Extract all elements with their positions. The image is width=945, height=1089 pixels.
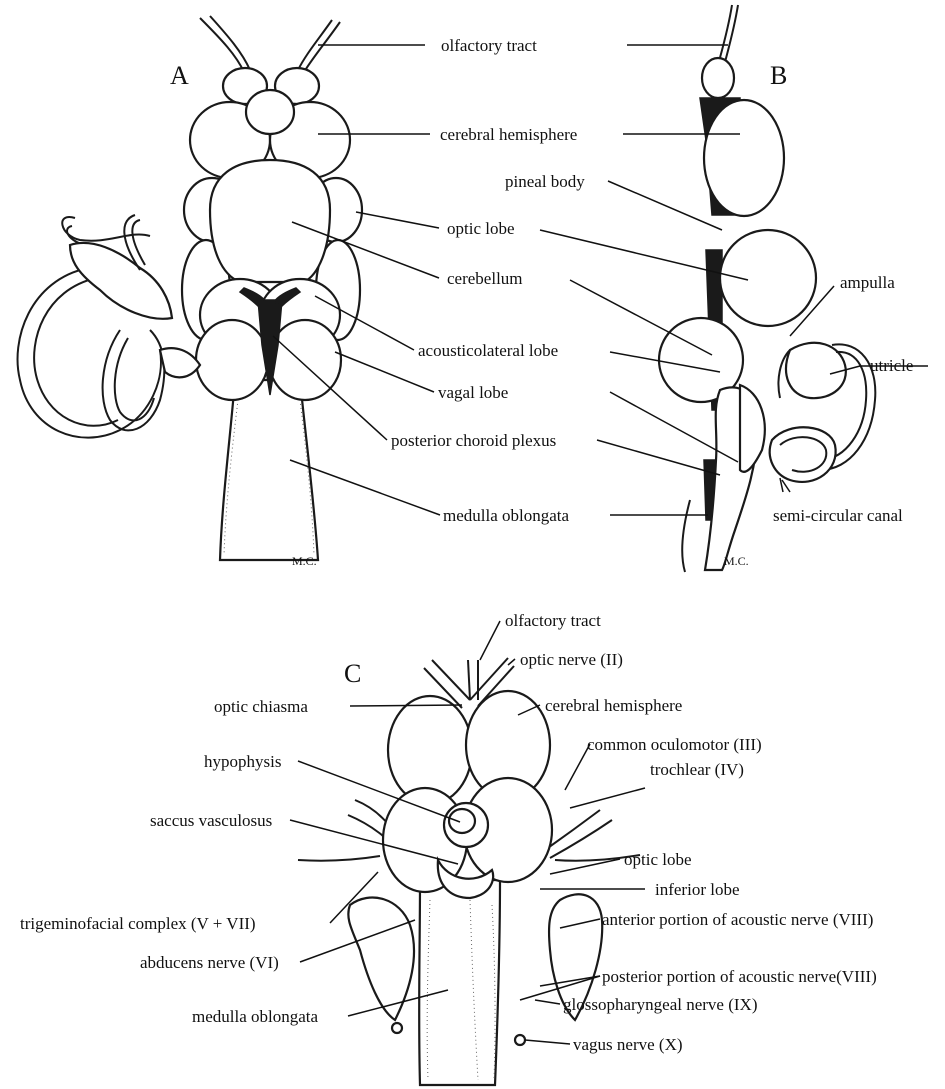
label-medulla-oblongata-ab: medulla oblongata — [443, 506, 570, 525]
label-medulla-oblongata-c: medulla oblongata — [192, 1007, 319, 1026]
label-anterior-acoustic-nerve: anterior portion of acoustic nerve (VIII… — [602, 910, 873, 929]
label-acousticolateral-lobe: acousticolateral lobe — [418, 341, 558, 360]
label-ampulla: ampulla — [840, 273, 895, 292]
label-trigeminofacial-complex: trigeminofacial complex (V + VII) — [20, 914, 256, 933]
label-optic-lobe-ab: optic lobe — [447, 219, 515, 238]
label-cerebral-hemisphere-c: cerebral hemisphere — [545, 696, 682, 715]
label-common-oculomotor: common oculomotor (III) — [587, 735, 762, 754]
label-optic-nerve: optic nerve (II) — [520, 650, 623, 669]
label-posterior-acoustic-nerve: posterior portion of acoustic nerve(VIII… — [602, 967, 877, 986]
label-olfactory-tract-ab: olfactory tract — [441, 36, 537, 55]
label-glossopharyngeal-nerve: glossopharyngeal nerve (IX) — [563, 995, 758, 1014]
label-saccus-vasculosus: saccus vasculosus — [150, 811, 272, 830]
panel-letter-a: A — [170, 61, 189, 90]
panel-a-drawing: M.C. — [18, 16, 362, 568]
label-inferior-lobe: inferior lobe — [655, 880, 740, 899]
label-cerebral-hemisphere-ab: cerebral hemisphere — [440, 125, 577, 144]
label-olfactory-tract-c: olfactory tract — [505, 611, 601, 630]
label-abducens-nerve: abducens nerve (VI) — [140, 953, 279, 972]
label-semi-circular-canal: semi-circular canal — [773, 506, 903, 525]
label-optic-lobe-c: optic lobe — [624, 850, 692, 869]
label-posterior-choroid-plexus: posterior choroid plexus — [391, 431, 556, 450]
signature-b: M.C. — [724, 554, 749, 568]
panel-c-drawing — [298, 658, 640, 1085]
panel-letter-b: B — [770, 61, 787, 90]
panel-letter-c: C — [344, 659, 361, 688]
label-optic-chiasma: optic chiasma — [214, 697, 308, 716]
signature-a: M.C. — [292, 554, 317, 568]
label-pineal-body: pineal body — [505, 172, 585, 191]
label-hypophysis: hypophysis — [204, 752, 281, 771]
label-utricle: utricle — [870, 356, 913, 375]
label-vagus-nerve: vagus nerve (X) — [573, 1035, 683, 1054]
label-cerebellum: cerebellum — [447, 269, 523, 288]
label-vagal-lobe: vagal lobe — [438, 383, 508, 402]
label-trochlear: trochlear (IV) — [650, 760, 744, 779]
